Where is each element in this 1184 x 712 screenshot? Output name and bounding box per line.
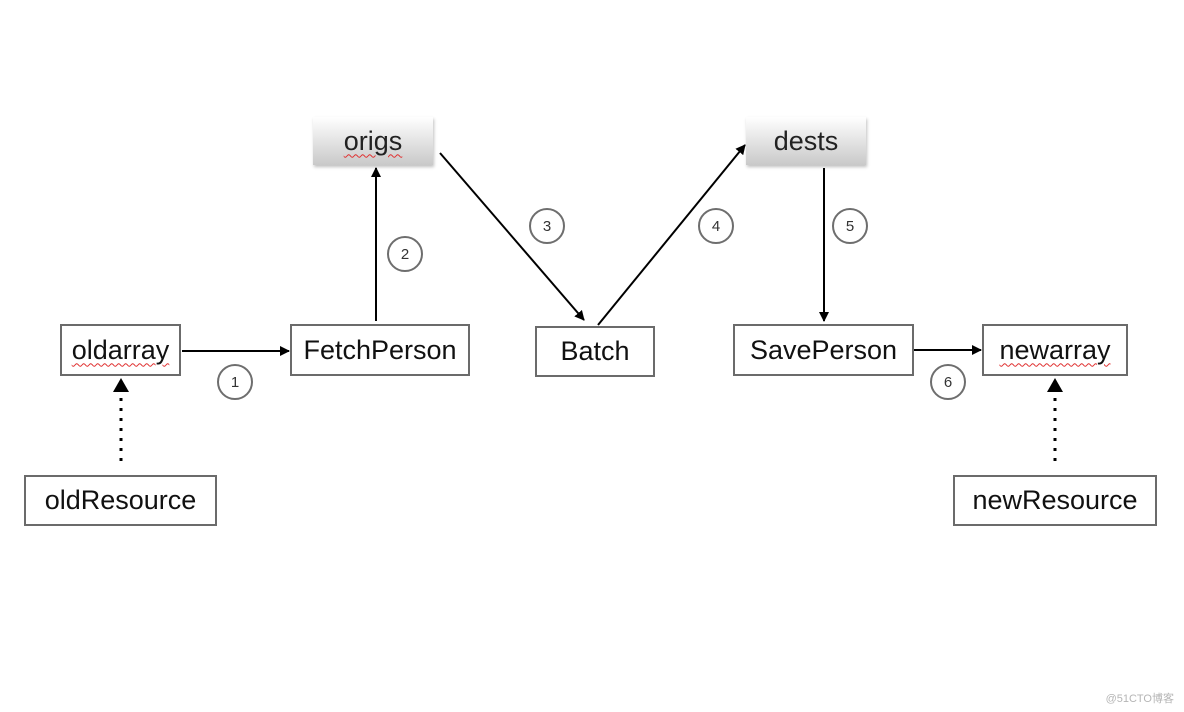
node-oldresource: oldResource: [24, 475, 217, 526]
step-badge-5: 5: [832, 208, 868, 244]
node-newarray-label: newarray: [999, 334, 1111, 365]
dotted-arrowhead-oldarray: [113, 378, 129, 392]
node-batch: Batch: [535, 326, 655, 377]
store-dests: dests: [746, 117, 866, 165]
node-saveperson-label: SavePerson: [749, 334, 898, 365]
node-saveperson: SavePerson: [733, 324, 914, 376]
node-newresource: newResource: [953, 475, 1157, 526]
node-oldresource-label: oldResource: [44, 485, 197, 515]
watermark: @51CTO博客: [1105, 693, 1174, 705]
store-origs: origs: [313, 117, 433, 165]
node-oldarray: oldarray: [60, 324, 181, 376]
node-batch-label: Batch: [560, 336, 630, 366]
dotted-arrowhead-newarray: [1047, 378, 1063, 392]
step-badge-1: 1: [217, 364, 253, 400]
node-fetchperson-label: FetchPerson: [303, 334, 457, 365]
node-oldarray-label: oldarray: [71, 334, 170, 365]
node-fetchperson: FetchPerson: [290, 324, 470, 376]
store-dests-label: dests: [773, 125, 839, 156]
store-origs-label: origs: [343, 125, 403, 156]
arrow-batch-to-dests: [597, 144, 746, 326]
node-newarray: newarray: [982, 324, 1128, 376]
step-badge-3: 3: [529, 208, 565, 244]
step-badge-2: 2: [387, 236, 423, 272]
arrow-origs-to-batch: [439, 152, 585, 321]
step-badge-4: 4: [698, 208, 734, 244]
node-newresource-label: newResource: [972, 485, 1138, 515]
step-badge-6: 6: [930, 364, 966, 400]
